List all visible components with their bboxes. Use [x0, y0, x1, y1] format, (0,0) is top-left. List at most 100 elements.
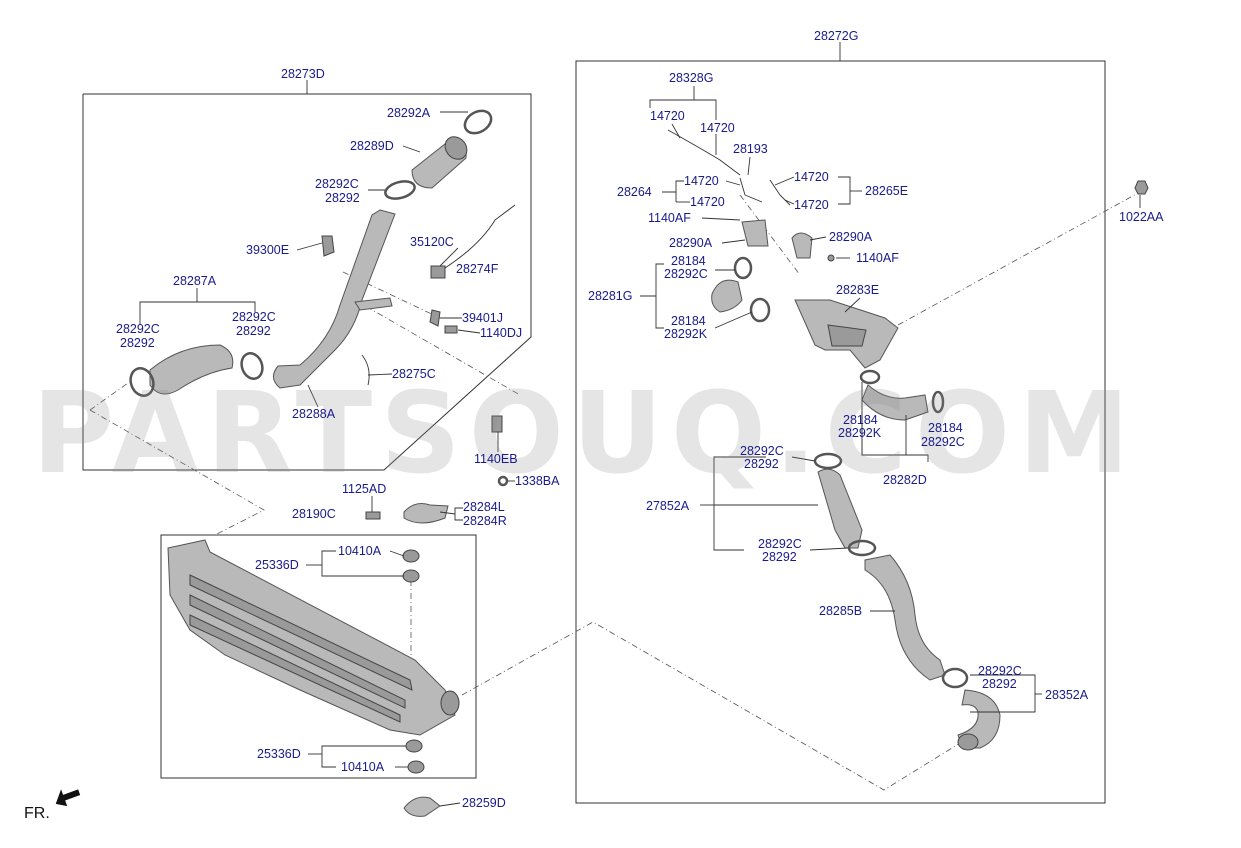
label-35120C[interactable]: 35120C — [410, 235, 454, 249]
label-27852A[interactable]: 27852A — [646, 499, 690, 513]
clamp-28292K-upper[interactable] — [749, 297, 771, 323]
label-28284R[interactable]: 28284R — [463, 514, 507, 528]
label-28352A[interactable]: 28352A — [1045, 688, 1089, 702]
label-10410A[interactable]: 10410A — [341, 760, 385, 774]
pipe-28264[interactable] — [739, 177, 791, 206]
label-28275C[interactable]: 28275C — [392, 367, 436, 381]
label-10410A[interactable]: 10410A — [338, 544, 382, 558]
hose-28328G[interactable] — [667, 129, 741, 176]
label-39300E[interactable]: 39300E — [246, 243, 289, 257]
clamp-28292C-28352A[interactable] — [941, 667, 969, 689]
clamp-28292C-upper[interactable] — [383, 178, 416, 201]
label-28265E[interactable]: 28265E — [865, 184, 908, 198]
label-1022AA[interactable]: 1022AA — [1119, 210, 1164, 224]
bolt-1140AF[interactable] — [827, 254, 835, 262]
label-28290A[interactable]: 28290A — [669, 236, 713, 250]
bolt-1125AD[interactable] — [365, 511, 381, 520]
label-28289D[interactable]: 28289D — [350, 139, 394, 153]
label-28284L[interactable]: 28284L — [463, 500, 505, 514]
pipe-28285B[interactable] — [864, 554, 946, 681]
label-28292[interactable]: 28292 — [120, 336, 155, 350]
label-28292C[interactable]: 28292C — [740, 444, 784, 458]
bracket-28284L[interactable] — [403, 503, 449, 524]
pipe-28288A[interactable] — [273, 209, 396, 389]
label-28292[interactable]: 28292 — [762, 550, 797, 564]
label-28292A[interactable]: 28292A — [387, 106, 431, 120]
bracket-pipe-clip[interactable] — [354, 297, 393, 311]
label-14720[interactable]: 14720 — [794, 170, 829, 184]
label-28184[interactable]: 28184 — [671, 314, 706, 328]
label-28274F[interactable]: 28274F — [456, 262, 499, 276]
label-28273D[interactable]: 28273D — [281, 67, 325, 81]
label-14720[interactable]: 14720 — [700, 121, 735, 135]
label-28290A[interactable]: 28290A — [829, 230, 873, 244]
label-28328G[interactable]: 28328G — [669, 71, 713, 85]
nut-1022AA[interactable] — [1134, 180, 1149, 195]
label-28184[interactable]: 28184 — [843, 413, 878, 427]
clamp-28292C-mid[interactable] — [238, 350, 266, 381]
label-25336D[interactable]: 25336D — [255, 558, 299, 572]
clamp-28292A[interactable] — [461, 106, 495, 137]
label-28292[interactable]: 28292 — [325, 191, 360, 205]
label-28292C[interactable]: 28292C — [116, 322, 160, 336]
label-28292K[interactable]: 28292K — [838, 426, 882, 440]
bolt-1140DJ[interactable] — [444, 325, 458, 334]
hose-28281G[interactable] — [711, 279, 743, 313]
hose-27852A[interactable] — [817, 468, 863, 549]
label-1140AF[interactable]: 1140AF — [856, 251, 899, 265]
mount-10410A-bottom[interactable] — [405, 739, 425, 774]
bracket-39300E[interactable] — [321, 235, 335, 257]
label-1338BA[interactable]: 1338BA — [515, 474, 560, 488]
sensor-35120C[interactable] — [430, 204, 516, 279]
hose-28352A[interactable] — [957, 689, 1001, 751]
label-1140AF[interactable]: 1140AF — [648, 211, 691, 225]
label-25336D[interactable]: 25336D — [257, 747, 301, 761]
valve-28290A-left[interactable] — [741, 219, 769, 247]
clamp-28292C-27852A-bottom[interactable] — [847, 539, 877, 557]
label-1140EB[interactable]: 1140EB — [474, 452, 518, 466]
label-28287A[interactable]: 28287A — [173, 274, 217, 288]
label-28288A[interactable]: 28288A — [292, 407, 336, 421]
label-28292C[interactable]: 28292C — [758, 537, 802, 551]
hose-28289D[interactable] — [411, 132, 471, 189]
label-28285B[interactable]: 28285B — [819, 604, 862, 618]
hose-28282D[interactable] — [859, 369, 945, 421]
label-28292C[interactable]: 28292C — [664, 267, 708, 281]
wire-28275C[interactable] — [361, 354, 370, 386]
pipe-28283E[interactable] — [794, 299, 899, 369]
label-28292C[interactable]: 28292C — [232, 310, 276, 324]
label-28259D[interactable]: 28259D — [462, 796, 506, 810]
label-14720[interactable]: 14720 — [650, 109, 685, 123]
label-28272G[interactable]: 28272G — [814, 29, 858, 43]
label-28292[interactable]: 28292 — [236, 324, 271, 338]
label-28184[interactable]: 28184 — [928, 421, 963, 435]
label-28292[interactable]: 28292 — [982, 677, 1017, 691]
label-39401J[interactable]: 39401J — [462, 311, 503, 325]
label-28292C[interactable]: 28292C — [978, 664, 1022, 678]
label-28292C[interactable]: 28292C — [315, 177, 359, 191]
bracket-39401J[interactable] — [429, 309, 441, 327]
label-28283E[interactable]: 28283E — [836, 283, 879, 297]
label-28292[interactable]: 28292 — [744, 457, 779, 471]
label-14720[interactable]: 14720 — [684, 174, 719, 188]
hose-28287A[interactable] — [149, 344, 234, 395]
label-28190C[interactable]: 28190C — [292, 507, 336, 521]
intercooler-core[interactable] — [167, 539, 460, 736]
valve-28290A-right[interactable] — [791, 232, 813, 259]
label-28281G[interactable]: 28281G — [588, 289, 632, 303]
washer-1338BA[interactable] — [497, 475, 509, 487]
label-28282D[interactable]: 28282D — [883, 473, 927, 487]
label-1140DJ[interactable]: 1140DJ — [480, 326, 522, 340]
label-14720[interactable]: 14720 — [690, 195, 725, 209]
label-28193[interactable]: 28193 — [733, 142, 768, 156]
label-28184[interactable]: 28184 — [671, 254, 706, 268]
label-28292K[interactable]: 28292K — [664, 327, 708, 341]
clamp-28292C-right-upper[interactable] — [733, 256, 753, 280]
label-1125AD[interactable]: 1125AD — [342, 482, 386, 496]
label-28264[interactable]: 28264 — [617, 185, 652, 199]
bolt-1140EB[interactable] — [491, 415, 503, 433]
bracket-28259D[interactable] — [403, 796, 441, 817]
label-14720[interactable]: 14720 — [794, 198, 829, 212]
label-28292C[interactable]: 28292C — [921, 435, 965, 449]
clamp-28292C-left[interactable] — [127, 365, 157, 399]
